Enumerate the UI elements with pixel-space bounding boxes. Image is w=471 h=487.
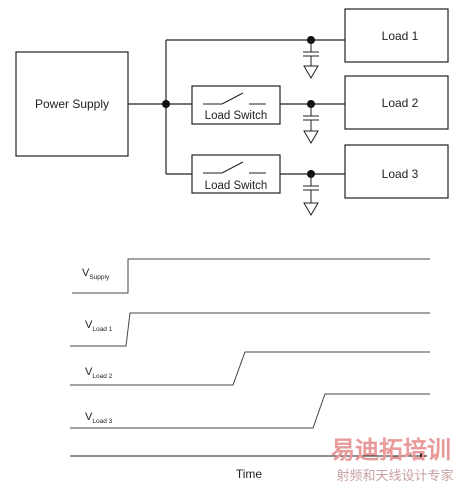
capacitor-ground-1 (303, 40, 319, 79)
label-v-load-2: VLoad 2 (85, 366, 113, 380)
switch-symbol-2 (203, 161, 266, 174)
switch-symbol-1 (203, 92, 266, 105)
load-2-label: Load 2 (382, 96, 419, 110)
junction-dot-main (162, 100, 170, 108)
capacitor-ground-2 (303, 104, 319, 144)
watermark-subtitle: 射频和天线设计专家 (336, 468, 453, 484)
load-1-label: Load 1 (382, 29, 419, 43)
power-supply-label: Power Supply (35, 97, 109, 111)
watermark-title: 易迪拓培训 (331, 436, 451, 464)
load-switch-box-1 (191, 85, 281, 125)
label-v-supply: VSupply (82, 267, 110, 281)
label-v-load-1: VLoad 1 (85, 319, 113, 333)
load-3-box (344, 144, 449, 199)
load-2-box (344, 75, 449, 130)
waveform-v-load-1 (70, 312, 430, 347)
load-3-label: Load 3 (382, 167, 419, 181)
load-switch-label-2: Load Switch (205, 180, 268, 192)
time-axis-label: Time (236, 467, 263, 481)
waveform-v-load-2 (70, 351, 430, 386)
capacitor-ground-3 (303, 174, 319, 216)
label-v-load-3: VLoad 3 (85, 411, 113, 425)
waveform-v-load-3 (70, 393, 430, 429)
load-switch-label-1: Load Switch (205, 110, 268, 122)
waveform-v-supply (72, 258, 430, 294)
load-1-box (344, 8, 449, 63)
